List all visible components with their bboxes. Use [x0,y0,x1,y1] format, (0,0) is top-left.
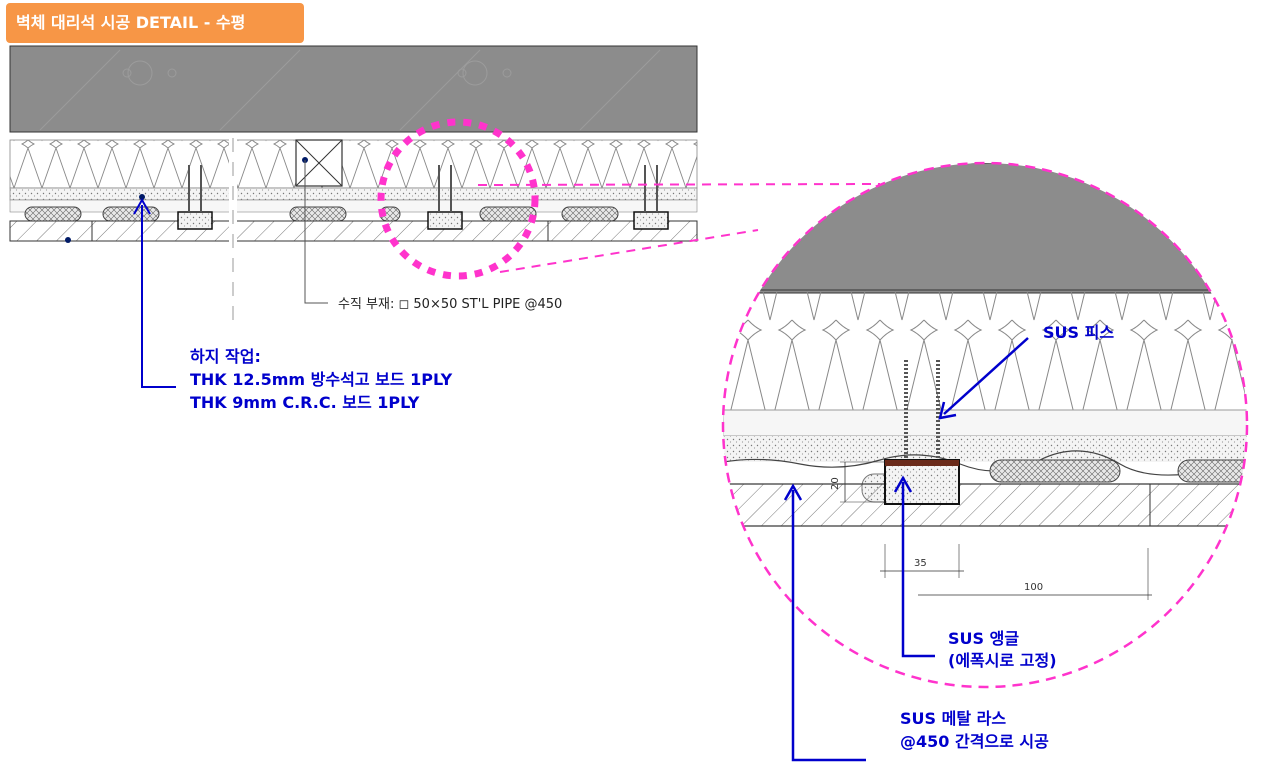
label-sus-angle-line2: (에폭시로 고정) [948,651,1057,670]
board-layer [9,187,698,201]
label-sus-screw: SUS 피스 [1043,323,1114,342]
marble-finish [9,220,698,242]
angle-bracket-3 [633,165,669,230]
dim-spacing: 100 [1024,582,1043,593]
concrete-wall [9,45,698,133]
label-sus-angle-line1: SUS 앵글 [948,629,1019,648]
highlight-circle-large [721,161,1249,689]
label-substrate-line1: THK 12.5mm 방수석고 보드 1PLY [190,370,453,389]
dim-angle-width: 35 [914,558,927,569]
angle-bracket-2 [427,165,463,230]
label-vertical-member: 수직 부재: ◻ 50×50 ST'L PIPE @450 [338,297,562,312]
insulation-layer [9,139,698,189]
title-tag: 벽체 대리석 시공 DETAIL - 수평 [6,3,304,43]
label-metal-lath-line2: @450 간격으로 시공 [900,732,1049,751]
label-metal-lath-line1: SUS 메탈 라스 [900,709,1006,728]
label-substrate-line2: THK 9mm C.R.C. 보드 1PLY [190,393,420,412]
dim-thickness: 20 [830,477,841,490]
label-substrate-heading: 하지 작업: [190,347,261,366]
angle-bracket-1 [177,165,213,230]
highlight-circle-small [377,118,539,280]
enlarged-detail: 20 35 100 [721,161,1249,689]
main-section [9,45,698,330]
